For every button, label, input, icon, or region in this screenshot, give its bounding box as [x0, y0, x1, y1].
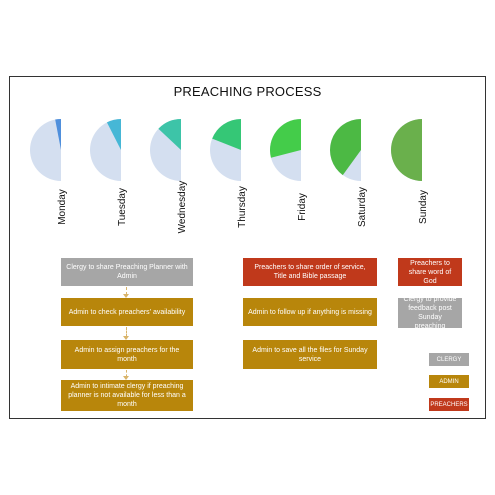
day-progress-wedge-monday [55, 119, 61, 150]
legend-preachers: PREACHERS [429, 398, 469, 411]
day-label-monday: Monday [57, 189, 68, 225]
step-admin-save-files-text: Admin to save all the files for Sunday s… [252, 346, 368, 363]
step-admin-save-files: Admin to save all the files for Sunday s… [243, 340, 377, 369]
step-preachers-share-word-text: Preachers to share word of God [408, 259, 452, 285]
step-admin-follow-up-text: Admin to follow up if anything is missin… [248, 308, 372, 316]
day-label-tuesday: Tuesday [117, 188, 128, 226]
step-preachers-share-order: Preachers to share order of service, Tit… [243, 258, 377, 286]
day-label-sunday: Sunday [418, 190, 429, 224]
process-slide: PREACHING PROCESS Monday Tuesday Wednesday… [9, 76, 486, 419]
step-preachers-share-order-text: Preachers to share order of service, Tit… [254, 264, 366, 280]
day-progress-wedge-tuesday [106, 119, 121, 150]
legend-clergy-label: CLERGY [436, 356, 462, 363]
day-progress-wedge-saturday [330, 119, 361, 176]
flow-arrow-1 [126, 287, 127, 295]
step-admin-intimate-clergy-text: Admin to intimate clergy if preaching pl… [68, 383, 186, 408]
day-progress-wedge-friday [269, 119, 301, 158]
legend-admin: ADMIN [429, 375, 469, 388]
step-preachers-share-word: Preachers to share word of God [398, 258, 462, 286]
day-progress-wedge-sunday [391, 119, 422, 181]
step-admin-follow-up: Admin to follow up if anything is missin… [243, 298, 377, 326]
flow-arrowhead-2 [123, 336, 129, 340]
day-label-saturday: Saturday [357, 187, 368, 227]
legend-clergy: CLERGY [429, 353, 469, 366]
day-label-friday: Friday [297, 193, 308, 221]
flow-arrow-3 [126, 370, 127, 377]
day-label-wednesday: Wednesday [177, 181, 188, 234]
step-clergy-feedback-text: Clergy to provide feedback post Sunday p… [403, 296, 457, 330]
legend-admin-label: ADMIN [439, 378, 459, 385]
step-clergy-feedback: Clergy to provide feedback post Sunday p… [398, 296, 462, 330]
legend-preachers-label: PREACHERS [430, 401, 468, 408]
day-label-thursday: Thursday [237, 186, 248, 228]
flow-arrowhead-1 [123, 294, 129, 298]
step-admin-check-availability: Admin to check preachers' availability [61, 298, 193, 326]
flow-arrow-2 [126, 327, 127, 337]
day-progress-wedge-thursday [212, 119, 241, 150]
day-progress-chart: Monday Tuesday Wednesday Thursday Friday Satu… [30, 119, 429, 234]
day-half-circle-monday [30, 119, 61, 181]
step-admin-check-availability-text: Admin to check preachers' availability [68, 308, 186, 316]
step-admin-assign-preachers: Admin to assign preachers for the month [61, 340, 193, 369]
step-clergy-share-planner: Clergy to share Preaching Planner with A… [61, 258, 193, 286]
page-title: PREACHING PROCESS [173, 84, 322, 99]
step-admin-intimate-clergy: Admin to intimate clergy if preaching pl… [61, 380, 193, 411]
step-clergy-share-planner-text: Clergy to share Preaching Planner with A… [66, 264, 188, 280]
flow-arrowhead-3 [123, 376, 129, 380]
day-progress-wedge-wednesday [158, 119, 181, 150]
step-admin-assign-preachers-text: Admin to assign preachers for the month [74, 346, 180, 363]
